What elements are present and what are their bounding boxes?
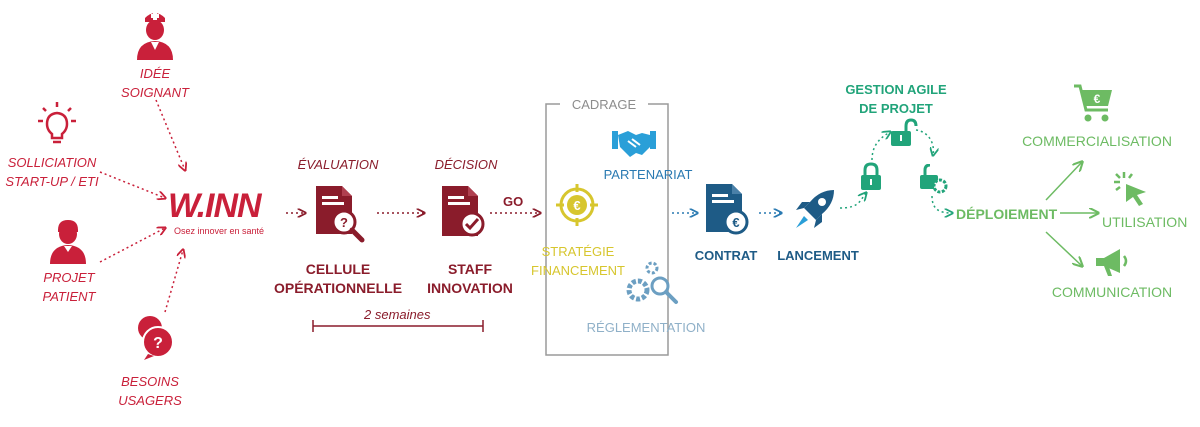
- label-contrat: CONTRAT: [694, 248, 758, 263]
- megaphone-icon: [1096, 249, 1128, 276]
- outcome-commercialisation: COMMERCIALISATION: [1022, 133, 1172, 149]
- gears-search-icon: [626, 261, 678, 304]
- cadrage-title: CADRAGE: [571, 97, 637, 112]
- source-projet-patient: PROJET PATIENT: [42, 270, 96, 304]
- cursor-click-icon: [1114, 172, 1146, 206]
- target-euro-icon: €: [556, 184, 598, 226]
- question-bubbles-icon: ?: [138, 316, 174, 360]
- go-label: GO: [503, 194, 524, 209]
- patient-icon: [50, 220, 86, 264]
- svg-text:€: €: [1094, 92, 1101, 106]
- arrow-projet: [99, 228, 165, 263]
- svg-text:€: €: [732, 215, 739, 230]
- source-idee-soignant: IDÉE SOIGNANT: [121, 66, 189, 100]
- duration-label: 2 semaines: [364, 307, 431, 322]
- document-euro-icon: €: [706, 184, 749, 235]
- lightbulb-icon: [38, 102, 76, 144]
- handshake-icon: [612, 131, 656, 157]
- source-sollicitation: SOLLICIATION START-UP / ETI: [5, 155, 99, 189]
- source-besoins-usagers: BESOINS USAGERS: [118, 374, 182, 408]
- winn-logo: W.INN: [168, 187, 262, 225]
- label-reglementation: RÉGLEMENTATION: [586, 320, 706, 335]
- svg-text:€: €: [573, 198, 580, 213]
- arrow-besoins: [164, 250, 183, 313]
- nurse-icon: [137, 12, 173, 60]
- svg-text:?: ?: [153, 335, 163, 352]
- arrow-sollicitation: [99, 171, 165, 198]
- outcome-utilisation: UTILISATION: [1102, 214, 1188, 230]
- step-decision: DÉCISION: [434, 157, 498, 172]
- cart-euro-icon: €: [1074, 84, 1112, 122]
- svg-text:?: ?: [340, 215, 348, 230]
- label-lancement: LANCEMENT: [777, 248, 859, 263]
- winn-tagline: Osez innover en santé: [174, 226, 265, 236]
- lock-gear-icon: [920, 164, 948, 194]
- duration-line: [312, 320, 484, 332]
- outcome-communication: COMMUNICATION: [1051, 284, 1173, 300]
- arrow-idee: [155, 99, 185, 170]
- label-partenariat: PARTENARIAT: [603, 167, 693, 182]
- step-evaluation: ÉVALUATION: [297, 157, 379, 172]
- label-gestion-agile: GESTION AGILE DE PROJET: [845, 82, 947, 116]
- document-search-icon: ?: [316, 186, 365, 243]
- unlock-icon: [891, 118, 918, 146]
- label-strategie-financement: STRATÉGIE FINANCEMENT: [531, 244, 625, 278]
- lock-icon: [861, 162, 881, 190]
- label-deploiement: DÉPLOIEMENT: [956, 206, 1058, 222]
- label-staff-innovation: STAFF INNOVATION: [427, 261, 513, 296]
- document-check-icon: [442, 186, 485, 237]
- cadrage-bracket: [545, 103, 669, 356]
- rocket-icon: [796, 190, 834, 228]
- label-cellule-operationnelle: CELLULE OPÉRATIONNELLE: [273, 261, 403, 296]
